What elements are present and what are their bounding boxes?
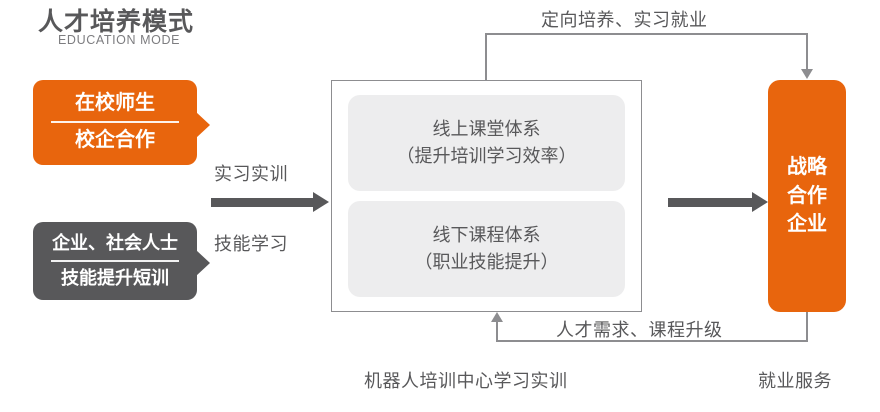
- panel-offline-course-title: 线下课程体系: [432, 225, 541, 245]
- flow-label-skill: 技能学习: [214, 234, 288, 254]
- panel-offline-course-detail: （职业技能提升）: [414, 252, 559, 272]
- input-node-enterprise[interactable]: 企业、社会人士 技能提升短训: [33, 222, 210, 300]
- training-center-box[interactable]: 线上课堂体系 （提升培训学习效率） 线下课程体系 （职业技能提升）: [331, 80, 642, 312]
- output-node-strategic-partner[interactable]: 战略 合作 企业: [768, 80, 846, 312]
- speech-tail-icon: [196, 112, 210, 139]
- connector-top-left-segment: [485, 33, 487, 81]
- right-arrow-icon-output: [668, 192, 768, 212]
- connector-top-right-segment: [806, 33, 808, 71]
- connector-label-top: 定向培养、实习就业: [541, 10, 708, 30]
- panel-online-course-title: 线上课堂体系: [432, 119, 541, 139]
- connector-top-horizontal-segment: [485, 33, 808, 35]
- flow-label-practice: 实习实训: [214, 164, 288, 184]
- divider: [51, 121, 179, 123]
- speech-tail-icon: [196, 249, 210, 276]
- input-node-enterprise-line1: 企业、社会人士: [52, 233, 178, 254]
- connector-label-bottom: 人才需求、课程升级: [556, 320, 723, 340]
- arrow-down-icon: [801, 69, 813, 79]
- right-arrow-icon: [211, 192, 329, 212]
- strategy-line1: 战略: [787, 156, 827, 179]
- arrow-head: [752, 192, 768, 212]
- input-node-students-line1: 在校师生: [75, 92, 155, 115]
- page-title: 人才培养模式: [38, 8, 195, 36]
- input-node-students-line2: 校企合作: [75, 129, 155, 151]
- connector-bottom-right-segment: [806, 312, 808, 342]
- input-node-students[interactable]: 在校师生 校企合作: [33, 80, 210, 165]
- panel-offline-course[interactable]: 线下课程体系 （职业技能提升）: [348, 201, 625, 297]
- strategy-line2: 合作: [787, 184, 827, 207]
- connector-bottom-left-segment: [496, 322, 498, 341]
- panel-online-course-detail: （提升培训学习效率）: [396, 146, 577, 166]
- page-subtitle: EDUCATION MODE: [58, 33, 181, 47]
- connector-bottom-horizontal-segment: [496, 340, 808, 342]
- divider: [51, 259, 179, 262]
- arrow-shaft: [668, 198, 752, 207]
- caption-training-center: 机器人培训中心学习实训: [364, 371, 568, 391]
- arrow-shaft: [211, 198, 313, 207]
- arrow-head: [313, 192, 329, 212]
- arrow-up-icon: [491, 312, 503, 322]
- input-node-enterprise-line2: 技能提升短训: [61, 267, 169, 288]
- strategy-line3: 企业: [787, 213, 827, 236]
- caption-employment-service: 就业服务: [758, 371, 832, 391]
- panel-online-course[interactable]: 线上课堂体系 （提升培训学习效率）: [348, 95, 625, 191]
